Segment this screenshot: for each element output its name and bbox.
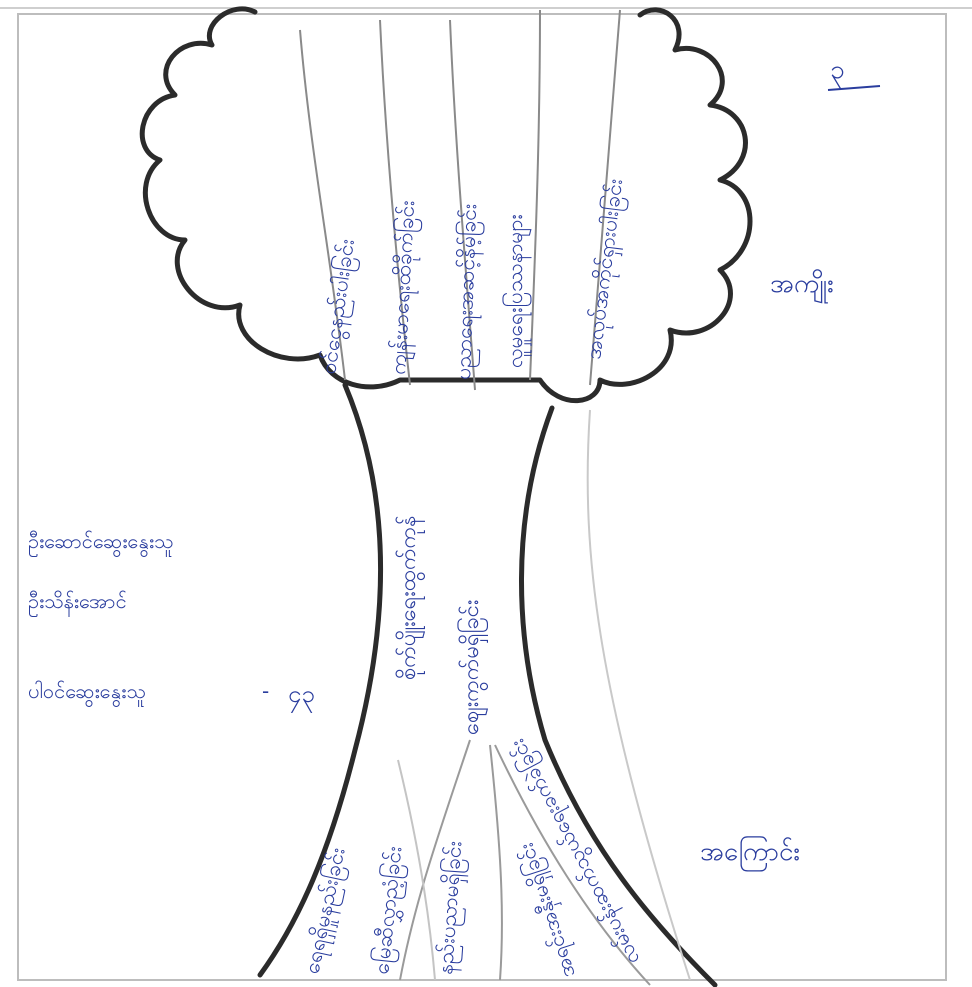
- label-fruits: အကျိုး: [770, 268, 834, 304]
- effect-text: လူမှုရေးပြဿနာများ: [501, 214, 532, 368]
- effects-group: ဝင်ငွေနည်းပါးခြင်း ကျန်းမာရေးထိခိုက်ခြင်…: [314, 177, 633, 380]
- label-roots: အကြောင်း: [700, 834, 800, 872]
- effect-text: ကျန်းမာရေးထိခိုက်ခြင်း: [384, 200, 424, 376]
- problem-text: စျေးကွက်မရှိခြင်း: [457, 599, 489, 735]
- root-line-2: [490, 745, 502, 980]
- problem-text: စိုက်ပျိုးရေးထွက်ကုန်: [395, 515, 426, 680]
- effect-text: ဝင်ငွေနည်းပါးခြင်း: [314, 237, 365, 376]
- effect-text: အလုပ်အကိုင်ရှားပါးခြင်း: [579, 177, 633, 361]
- page-number-underline: [828, 86, 880, 90]
- respondent-name: ဦးသိန်းအောင်: [28, 589, 127, 617]
- page-number: ၃: [830, 55, 845, 90]
- participants-value: ၄၃: [288, 680, 315, 713]
- tree-crown: [142, 9, 750, 401]
- participants-dash: -: [262, 679, 269, 703]
- crown-line-4: [530, 10, 540, 380]
- cause-text: ရေရရှိမှုနည်းခြင်း: [297, 845, 355, 977]
- problem-group: စိုက်ပျိုးရေးထွက်ကုန် စျေးကွက်မရှိခြင်း: [395, 515, 489, 735]
- participants-label: ပါဝင်ဆွေးနွေးသူ: [28, 679, 146, 707]
- effect-text: ပညာရေးအဆင့်နိမ့်ခြင်း: [449, 203, 486, 380]
- cause-text: နည်းပညာမရှိခြင်း: [431, 840, 472, 976]
- respondent-total-label: ဦးဆောင်ဆွေးနွေးသူ: [28, 529, 173, 557]
